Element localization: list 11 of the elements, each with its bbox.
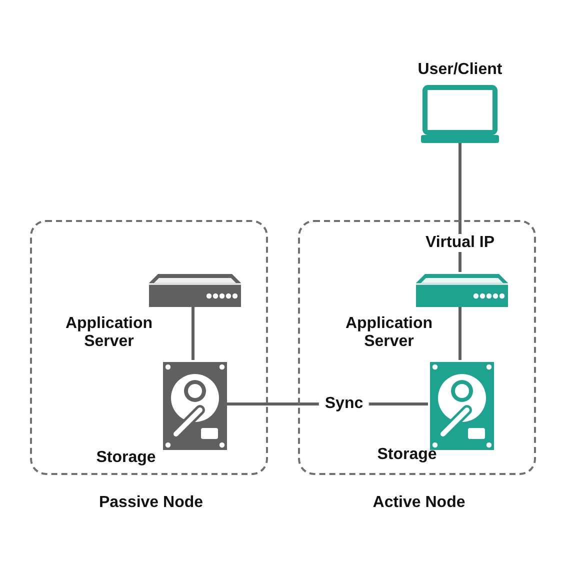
- node-label: Application Server: [64, 315, 154, 351]
- edge-label: Sync: [318, 395, 370, 413]
- node-label: Application Server: [344, 315, 434, 351]
- node-label: Storage: [376, 446, 438, 464]
- connector-line: [458, 305, 462, 360]
- group-title: Passive Node: [98, 494, 204, 512]
- connector-line: [458, 143, 462, 272]
- group-title: Active Node: [372, 494, 466, 512]
- node-label: User/Client: [416, 61, 504, 79]
- connector-line: [192, 305, 194, 360]
- node-label: Storage: [95, 449, 157, 467]
